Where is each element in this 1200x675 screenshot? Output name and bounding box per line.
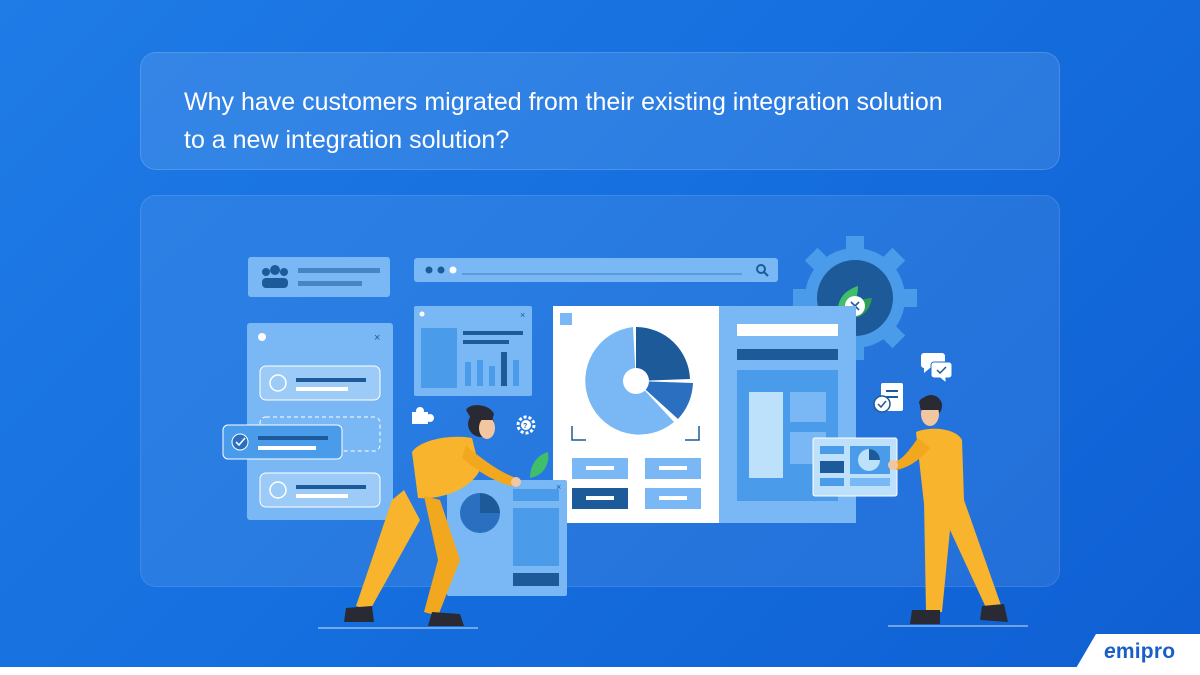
chat-bubbles-icon — [921, 353, 953, 385]
brand-logo-text: mipro — [1115, 640, 1176, 663]
dashboard-window — [553, 306, 856, 523]
svg-text:×: × — [520, 310, 525, 320]
brand-logo[interactable]: emipro — [1104, 640, 1175, 664]
search-bar — [414, 258, 778, 282]
close-icon: × — [374, 332, 380, 344]
footer-strip — [0, 667, 1200, 675]
carried-panel: × — [447, 480, 567, 596]
bar-chart-window: × — [414, 306, 532, 396]
puzzle-icon — [412, 407, 434, 424]
selected-list-item — [222, 424, 343, 460]
person-left — [318, 405, 521, 629]
person-right — [888, 395, 1028, 627]
held-tablet — [812, 437, 898, 497]
svg-text:?: ? — [523, 423, 527, 430]
document-check-icon — [873, 383, 903, 413]
profile-bar — [248, 257, 390, 297]
leaf-icon — [530, 452, 549, 478]
question-heading: Why have customers migrated from their e… — [184, 88, 943, 154]
brand-logo-mark: e — [1104, 640, 1116, 663]
question-gear-icon: ? — [516, 415, 536, 435]
svg-text:×: × — [556, 482, 561, 492]
search-icon — [756, 264, 769, 277]
list-panel: × — [247, 323, 393, 520]
logo-tab — [1072, 634, 1200, 675]
user-group-icon — [262, 265, 288, 288]
bar-chart-icon — [465, 352, 519, 386]
question-card: Why have customers migrated from their e… — [140, 52, 1060, 170]
pie-chart-icon — [585, 326, 693, 435]
check-icon — [235, 437, 246, 447]
